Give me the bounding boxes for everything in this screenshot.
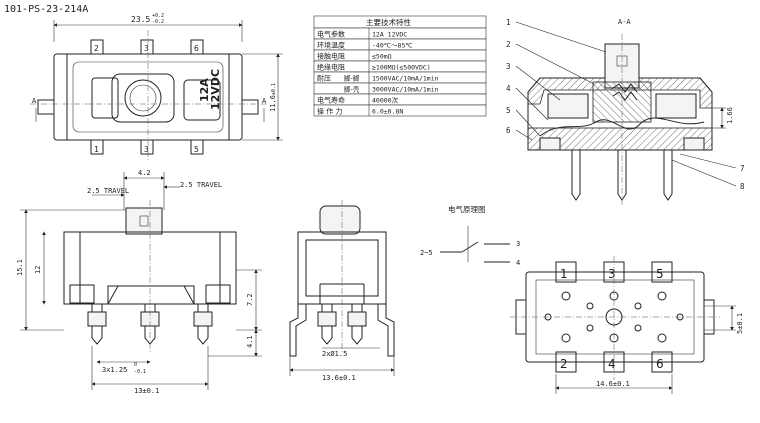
- pitch-value: 3x1.25: [102, 366, 127, 374]
- spec-row-value: 12A 12VDC: [372, 31, 407, 39]
- hole: [657, 333, 667, 343]
- section-view: A-A 1 2 3 4 5 6 7 8 1.66: [506, 18, 745, 206]
- spec-table-title: 主要技术特性: [366, 17, 411, 27]
- side-width-dim: 13.6±0.1: [322, 374, 356, 382]
- pitch-dim: 3x1.25: [102, 366, 127, 374]
- bottom-pin-label: 3: [144, 145, 149, 154]
- spec-row-value: 1500VAC/10mA/1min: [372, 75, 439, 83]
- front-width-dim: 13±0.1: [134, 387, 159, 395]
- hole: [634, 302, 642, 310]
- top-pin-label: 2: [94, 44, 99, 53]
- dim-12: 12: [34, 266, 42, 274]
- spec-row-label: 电气寿命: [317, 96, 345, 105]
- bottom-top-pin-label: 3: [608, 267, 616, 281]
- dim-15-1: 15.1: [16, 259, 24, 276]
- section-callout: 1: [506, 18, 511, 27]
- bottom-bottom-pin-label: 6: [656, 357, 664, 371]
- travel-right: 2.5 TRAVEL: [180, 181, 222, 189]
- front-view: 2.5 TRAVEL 2.5 TRAVEL 4.2 15.1 12: [16, 169, 262, 395]
- bottom-bottom-pin-label: 4: [608, 357, 616, 371]
- electrical-schematic: 电气原理图 2~5 3 4: [420, 204, 520, 267]
- schematic-title: 电气原理图: [448, 204, 486, 214]
- top-height-tol: ±0.1: [271, 83, 277, 95]
- bottom-view: 1 3 5 2 4 6 5±0.1 14.6±0.1: [510, 256, 744, 394]
- side-hole-dim: 2xØ1.5: [322, 350, 347, 358]
- bottom-top-pin-label: 5: [656, 267, 664, 281]
- spec-row-value: 6.0±0.8N: [372, 108, 403, 116]
- section-callout: 4: [506, 84, 511, 93]
- spec-row-label: 操 作 力: [317, 107, 342, 116]
- spec-row-value: ≥100MΩ(≤500VDC): [372, 64, 431, 72]
- top-width-dim: 23.5: [131, 15, 150, 24]
- section-callout: 2: [506, 40, 511, 49]
- pitch-tol-upper: 0: [134, 362, 137, 368]
- spec-row-value: -40℃～85℃: [372, 42, 413, 50]
- top-width-tol-upper: +0.2: [152, 13, 164, 19]
- dim-4-1: 4.1: [246, 335, 254, 348]
- hole: [586, 302, 594, 310]
- schematic-label-3: 3: [516, 240, 520, 248]
- bottom-pin-label: 1: [94, 145, 99, 154]
- spec-row-value: 40000次: [372, 96, 399, 105]
- bottom-height-dim: 5±0.1: [736, 313, 744, 334]
- bottom-top-pin-label: 1: [560, 267, 568, 281]
- dim-7-2: 7.2: [246, 293, 254, 306]
- hole: [634, 324, 642, 332]
- spec-row-label: 绝缘电阻: [317, 63, 345, 72]
- section-callout: 6: [506, 126, 511, 135]
- spec-row-value: 3000VAC/10mA/1min: [372, 86, 439, 94]
- travel-left: 2.5 TRAVEL: [87, 187, 129, 195]
- top-view: 23.5 +0.2 -0.2 2 3 6 1 3 5 12A 12VDC: [30, 13, 283, 160]
- schematic-label-4: 4: [516, 259, 520, 267]
- top-height-dim: 11.6±0.1: [269, 83, 277, 112]
- section-mark-right: A: [262, 97, 267, 105]
- top-height-value: 11.6: [269, 95, 277, 112]
- pitch-tol-lower: -0.1: [134, 369, 146, 375]
- schematic-left-label: 2~5: [420, 249, 433, 257]
- body-marking-12vdc: 12VDC: [209, 69, 222, 110]
- section-callout: 5: [506, 106, 511, 115]
- dim-4-2: 4.2: [138, 169, 151, 177]
- hole: [561, 333, 571, 343]
- spec-row-sublabel: 脚-壳: [344, 85, 360, 94]
- section-mark-left: A: [32, 97, 37, 105]
- hole: [586, 324, 594, 332]
- spec-row-label: 接触电阻: [317, 52, 345, 61]
- section-title: A-A: [618, 18, 631, 26]
- top-pin-label: 6: [194, 44, 199, 53]
- top-width-tol-lower: -0.2: [152, 19, 164, 25]
- spec-row-label: 环境温度: [317, 41, 345, 50]
- bottom-width-dim: 14.6±0.1: [596, 380, 630, 388]
- section-callout: 7: [740, 164, 745, 173]
- section-callout: 3: [506, 62, 511, 71]
- bottom-pin-label: 5: [194, 145, 199, 154]
- section-callout: 8: [740, 182, 745, 191]
- side-view: 2xØ1.5 13.6±0.1: [289, 200, 395, 382]
- spec-row-value: ≤50mΩ: [372, 53, 392, 61]
- bottom-bottom-pin-label: 2: [560, 357, 568, 371]
- spec-row-label: 耐压: [317, 74, 331, 83]
- drawing-number: 101-PS-23-214A: [4, 4, 88, 15]
- hole: [657, 291, 667, 301]
- top-pin-label: 3: [144, 44, 149, 53]
- hole: [561, 291, 571, 301]
- spec-table: 主要技术特性 电气参数 12A 12VDC 环境温度 -40℃～85℃ 接触电阻 ≤50m…: [313, 15, 487, 117]
- spec-row-label: 电气参数: [317, 30, 345, 39]
- spec-row-sublabel: 脚-脚: [344, 74, 360, 83]
- body-marking-12a: 12A: [198, 78, 211, 102]
- section-dim-1-66: 1.66: [726, 107, 734, 124]
